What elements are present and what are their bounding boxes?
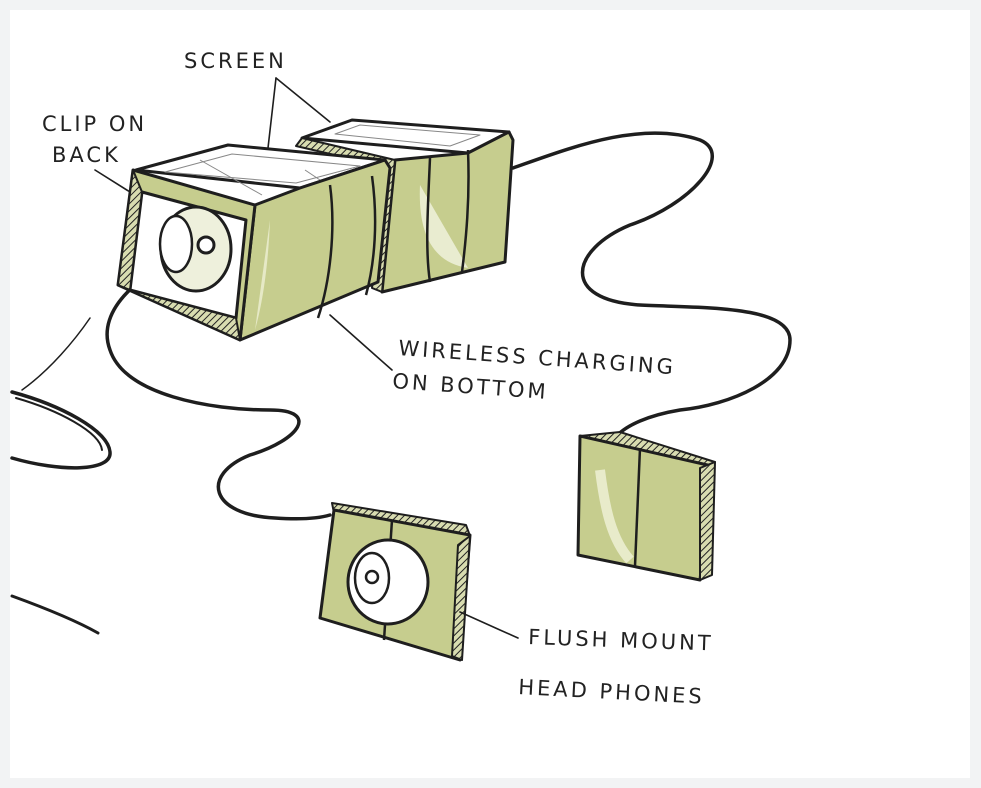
label-clip-line2: BACK xyxy=(52,143,121,167)
cable-to-pad xyxy=(511,131,792,440)
right-module xyxy=(295,118,515,294)
leader-lines xyxy=(94,77,519,639)
left-module xyxy=(116,143,392,342)
headphone-unit xyxy=(318,502,472,662)
cables xyxy=(105,131,792,521)
edge-scribbles xyxy=(10,317,112,635)
label-clip-line1: CLIP ON xyxy=(42,112,147,136)
cable-to-headphones xyxy=(105,244,332,521)
charging-pad xyxy=(576,431,716,582)
label-screen: SCREEN xyxy=(184,49,287,73)
